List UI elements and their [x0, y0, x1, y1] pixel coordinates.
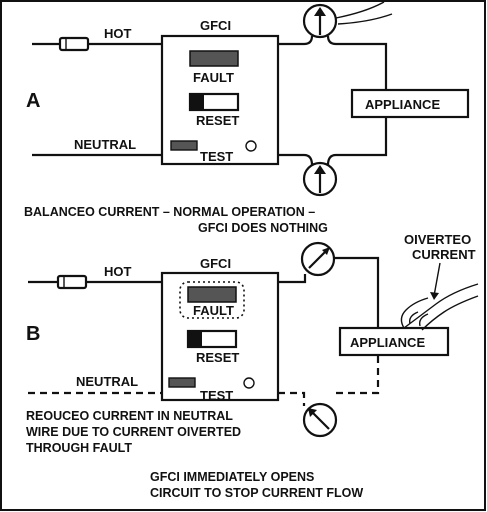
panel-a-fault-indicator: [189, 50, 239, 67]
panel-a-fuse-icon: [58, 36, 90, 52]
panel-b-hot-out-wire: [278, 256, 380, 328]
panel-a-test-label: TEST: [200, 149, 233, 164]
panel-b: HOT NEUTRAL GFCI FAULT RESET TEST APPLIA…: [26, 232, 479, 500]
panel-b-diverted-arrow: [433, 262, 441, 297]
panel-b-diverted-line1: OIVERTEO: [404, 232, 471, 247]
panel-a: HOT NEUTRAL GFCI FAULT RESET TEST APPLIA…: [24, 1, 470, 235]
panel-b-indicator-light: [243, 377, 255, 389]
panel-b-fault-glow: [179, 281, 245, 319]
panel-a-test-button: [170, 140, 198, 151]
panel-a-appliance-box: [350, 88, 470, 119]
panel-a-neutral-meter-arrow: [314, 165, 326, 174]
panel-a-letter: A: [26, 90, 40, 112]
panel-b-test-label: TEST: [200, 388, 233, 403]
panel-a-neutral-meter-tap: [303, 153, 337, 166]
panel-a-reset-knob: [190, 94, 204, 110]
panel-b-hot-meter-needle: [308, 249, 328, 269]
panel-b-reduced-line3: THROUGH FAULT: [26, 441, 132, 455]
panel-b-gfci-label: GFCI: [200, 256, 231, 271]
panel-b-fuse-icon: [56, 274, 88, 290]
panel-b-test-button: [168, 377, 196, 388]
panel-b-fault-indicator: [187, 286, 237, 303]
panel-b-reduced-line1: REOUCEO CURRENT IN NEUTRAL: [26, 409, 233, 423]
panel-b-neutral-out-wire: [278, 355, 380, 406]
panel-a-hand-pointer: [335, 1, 393, 25]
panel-b-letter: B: [26, 323, 40, 345]
panel-b-hot-meter-arrow: [322, 247, 330, 255]
panel-a-hot-meter-tap: [303, 35, 337, 46]
panel-b-fault-label: FAULT: [193, 303, 234, 318]
panel-b-appliance-box: [338, 326, 450, 357]
panel-b-neutral-meter-arrow: [308, 408, 317, 417]
panel-a-fault-label: FAULT: [193, 70, 234, 85]
panel-a-neutral-label: NEUTRAL: [74, 137, 136, 152]
panel-a-indicator-light: [245, 140, 257, 152]
panel-b-reduced-line2: WIRE DUE TO CURRENT OIVERTED: [26, 425, 241, 439]
panel-b-diverted-arrowhead: [430, 292, 439, 300]
panel-b-opens-line1: GFCI IMMEDIATELY OPENS: [150, 470, 314, 484]
panel-a-hot-label: HOT: [104, 26, 132, 41]
panel-a-hot-out-wire: [278, 42, 388, 90]
panel-b-appliance-label: APPLIANCE: [350, 335, 425, 350]
panel-a-gfci-label: GFCI: [200, 18, 231, 33]
panel-b-opens-line2: CIRCUIT TO STOP CURRENT FLOW: [150, 486, 363, 500]
panel-b-hot-label: HOT: [104, 264, 132, 279]
panel-b-neutral-label: NEUTRAL: [76, 374, 138, 389]
panel-a-caption-line1: BALANCEO CURRENT – NORMAL OPERATION –: [24, 205, 315, 219]
panel-a-reset-label: RESET: [196, 113, 239, 128]
panel-b-hand-icon: [400, 283, 479, 331]
panel-a-neutral-out-wire: [278, 117, 388, 157]
panel-a-caption-line2: GFCI DOES NOTHING: [198, 221, 328, 235]
panel-b-reset-label: RESET: [196, 350, 239, 365]
panel-b-neutral-meter-needle: [311, 411, 330, 430]
panel-b-reset-knob: [188, 331, 202, 347]
panel-a-appliance-label: APPLIANCE: [365, 97, 440, 112]
panel-b-diverted-line2: CURRENT: [412, 247, 476, 262]
panel-a-hot-meter-arrow: [314, 7, 326, 16]
